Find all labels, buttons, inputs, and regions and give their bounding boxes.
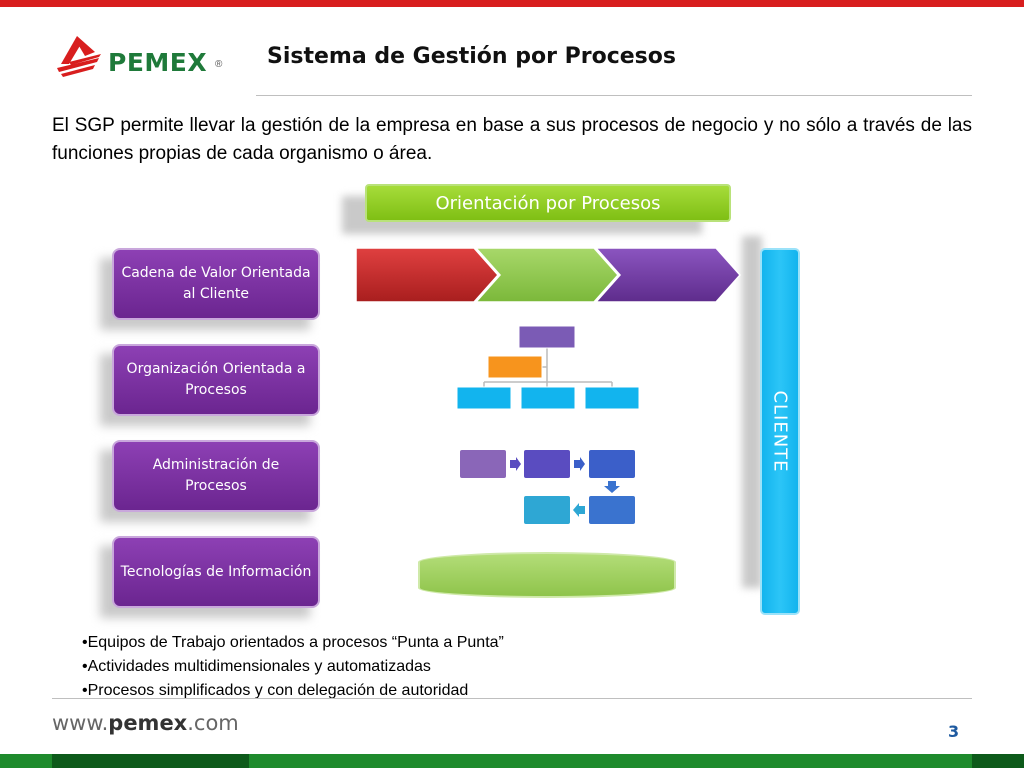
org-child-node (456, 386, 512, 410)
flow-arrow-right-icon (510, 457, 521, 471)
process-flow-icon (460, 450, 635, 524)
flow-arrow-left-icon (573, 503, 585, 517)
cliente-bar-shadow (742, 236, 762, 588)
page-number: 3 (948, 722, 960, 741)
box-organizacion: Organización Orientada a Procesos (112, 344, 320, 416)
pemex-eagle-logo-icon (57, 36, 101, 77)
flow-step (460, 450, 506, 478)
box-tecnologias: Tecnologías de Información (112, 536, 320, 608)
orientation-label: Orientación por Procesos (365, 184, 731, 222)
footer-divider (52, 698, 972, 699)
org-child-node (520, 386, 576, 410)
org-chart-icon (456, 325, 640, 410)
cliente-bar (760, 248, 800, 615)
org-assistant-node (487, 355, 543, 379)
org-top-node (518, 325, 576, 349)
bullet-item: •Equipos de Trabajo orientados a proceso… (82, 634, 504, 651)
url-prefix: www. (52, 711, 109, 735)
header-divider (256, 95, 972, 96)
bullet-list: •Equipos de Trabajo orientados a proceso… (82, 631, 782, 703)
box-cadena-de-valor: Cadena de Valor Orientada al Cliente (112, 248, 320, 320)
box-administracion: Administración de Procesos (112, 440, 320, 512)
chevron-green (474, 247, 620, 303)
url-domain: pemex (108, 711, 188, 735)
flow-arrow-right-icon (574, 457, 585, 471)
bottom-green-bar (0, 754, 1024, 768)
cliente-label: CLIENTE (769, 390, 791, 473)
bottom-bar-segment (972, 754, 1024, 768)
chevron-purple (594, 247, 742, 303)
chevron-red (355, 247, 500, 303)
bottom-bar-segment (52, 754, 249, 768)
flow-step (589, 496, 635, 524)
flow-step (524, 450, 570, 478)
cliente-label-wrap: CLIENTE (760, 248, 800, 615)
slide-title: Sistema de Gestión por Procesos (267, 44, 676, 69)
technology-platform-icon (418, 552, 676, 598)
org-child-node (584, 386, 640, 410)
bullet-item: •Procesos simplificados y con delegación… (82, 682, 469, 699)
brand-name: PEMEX (108, 48, 208, 77)
url-suffix: .com (187, 711, 239, 735)
top-red-bar (0, 0, 1024, 7)
website-url: www.pemex.com (52, 711, 239, 735)
flow-arrow-down-icon (604, 481, 620, 493)
flow-step (524, 496, 570, 524)
registered-mark: ® (215, 59, 223, 70)
flow-step (589, 450, 635, 478)
value-chain-chevrons (355, 247, 742, 303)
bullet-item: •Actividades multidimensionales y automa… (82, 658, 431, 675)
intro-paragraph: El SGP permite llevar la gestión de la e… (52, 115, 972, 164)
